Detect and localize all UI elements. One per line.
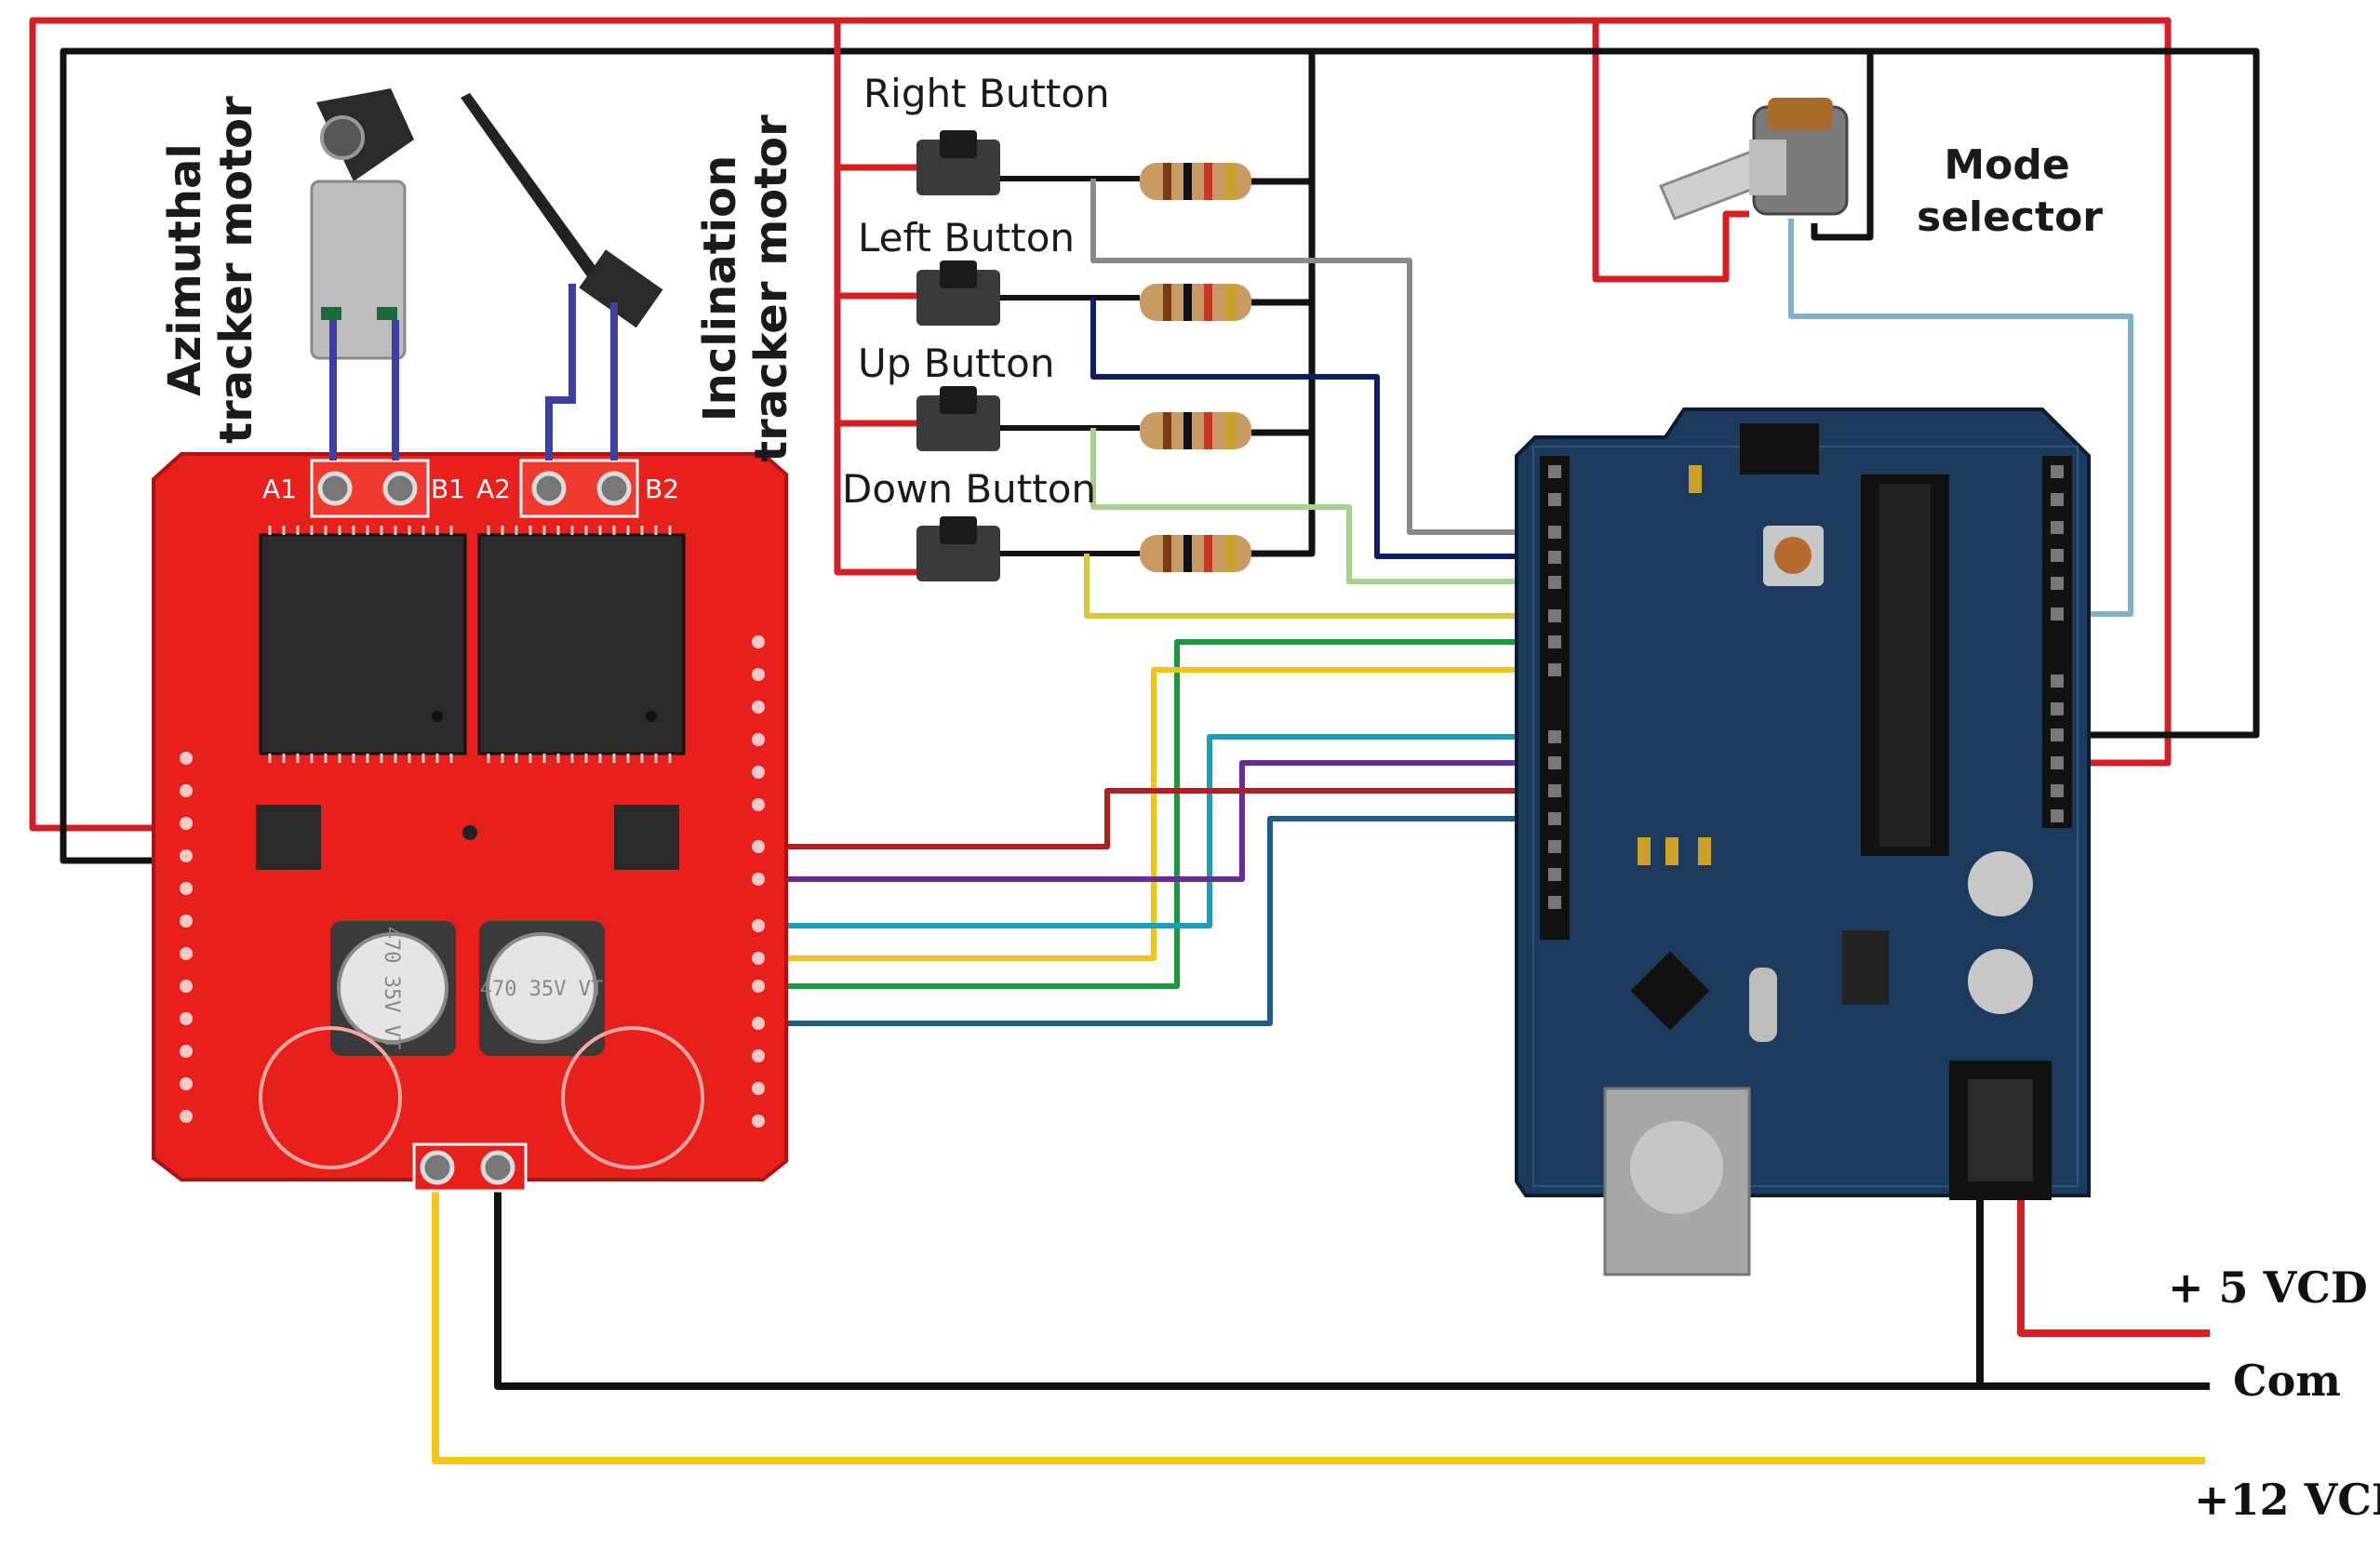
inclination-motor-label-line2: tracker motor bbox=[745, 114, 797, 462]
navy-left-button-signal bbox=[1090, 298, 1554, 559]
red-mode-selector-wire bbox=[1592, 20, 1749, 283]
mode-selector-label-line1: Mode bbox=[1944, 141, 2069, 189]
capacitor-left: 470 35V VT bbox=[330, 921, 456, 1056]
up-button-label: Up Button bbox=[858, 341, 1054, 386]
button-resistor-wires bbox=[1000, 176, 1140, 556]
labels: Azimuthal tracker motor Inclination trac… bbox=[159, 71, 2380, 1525]
motor-driver-board: A1 B1 A2 B2 bbox=[152, 452, 788, 1193]
driver-left-header bbox=[180, 752, 193, 1123]
purple-driver-signal bbox=[763, 760, 1554, 882]
resistor-up bbox=[1140, 412, 1251, 449]
regulator-left bbox=[256, 805, 321, 870]
black-mode-selector-wire bbox=[1811, 51, 1874, 241]
down-button-label: Down Button bbox=[842, 466, 1096, 512]
teal-driver-signal bbox=[763, 734, 1554, 928]
azimuthal-motor-label-line1: Azimuthal bbox=[159, 143, 211, 396]
supply-com-label: Com bbox=[2233, 1355, 2341, 1406]
lightblue-mode-signal bbox=[1788, 219, 2133, 617]
push-buttons bbox=[916, 130, 1000, 581]
arduino-board bbox=[1515, 407, 2091, 1276]
inclination-motor bbox=[461, 93, 663, 461]
regulator-right bbox=[614, 805, 679, 870]
supply-wires bbox=[432, 1168, 2210, 1464]
yellow-driver-signal bbox=[763, 667, 1554, 961]
inclination-motor-label-line1: Inclination bbox=[694, 155, 746, 422]
signal-wires bbox=[763, 179, 2133, 1026]
driver-pcb bbox=[152, 452, 788, 1182]
lightgreen-up-button-signal bbox=[1090, 428, 1554, 584]
resistors bbox=[1140, 163, 1251, 572]
down-push-button bbox=[916, 516, 1000, 581]
potentiometer bbox=[1659, 98, 1849, 220]
red-driver-signal bbox=[763, 788, 1554, 849]
capacitor-right-label: 470 35V VT bbox=[480, 978, 603, 1001]
right-push-button bbox=[916, 130, 1000, 195]
pin-b2-label: B2 bbox=[645, 474, 679, 504]
resistor-down bbox=[1140, 535, 1251, 572]
black-ground-wire bbox=[60, 47, 2260, 864]
blue-driver-signal bbox=[763, 816, 1554, 1026]
capacitor-right: 470 35V VT bbox=[479, 921, 605, 1056]
pin-b1-label: B1 bbox=[431, 474, 465, 504]
left-button-label: Left Button bbox=[858, 215, 1075, 260]
right-button-label: Right Button bbox=[863, 71, 1110, 116]
green-driver-signal bbox=[763, 639, 1554, 989]
driver-right-header bbox=[752, 635, 765, 1128]
red-5v-wire bbox=[2017, 1200, 2210, 1337]
supply-5v-label: + 5 VCD bbox=[2168, 1262, 2368, 1313]
gray-right-button-signal bbox=[1090, 179, 1554, 535]
red-power-wire bbox=[29, 17, 2172, 832]
arduino-analog-header bbox=[2042, 456, 2072, 828]
azimuthal-motor bbox=[310, 88, 414, 461]
left-push-button bbox=[916, 260, 1000, 326]
supply-12v-label: +12 VCD bbox=[2194, 1475, 2380, 1525]
yellow-12v-wire bbox=[432, 1168, 2205, 1464]
resistor-left bbox=[1140, 284, 1251, 321]
driver-chip-right bbox=[477, 526, 686, 763]
azimuthal-motor-label-line2: tracker motor bbox=[210, 96, 262, 444]
olive-down-button-signal bbox=[1084, 554, 1554, 619]
driver-chip-left bbox=[259, 526, 467, 763]
pin-a2-label: A2 bbox=[476, 474, 511, 504]
resistor-right bbox=[1140, 163, 1251, 200]
pin-a1-label: A1 bbox=[262, 474, 297, 504]
outer-wires bbox=[29, 17, 2260, 864]
red-buttons-wire bbox=[834, 20, 930, 576]
black-resistor-wire bbox=[1247, 51, 1316, 557]
capacitor-left-label: 470 35V VT bbox=[380, 927, 403, 1049]
up-push-button bbox=[916, 386, 1000, 451]
mode-selector-label-line2: selector bbox=[1917, 194, 2103, 241]
black-com-wire bbox=[494, 1168, 2210, 1390]
